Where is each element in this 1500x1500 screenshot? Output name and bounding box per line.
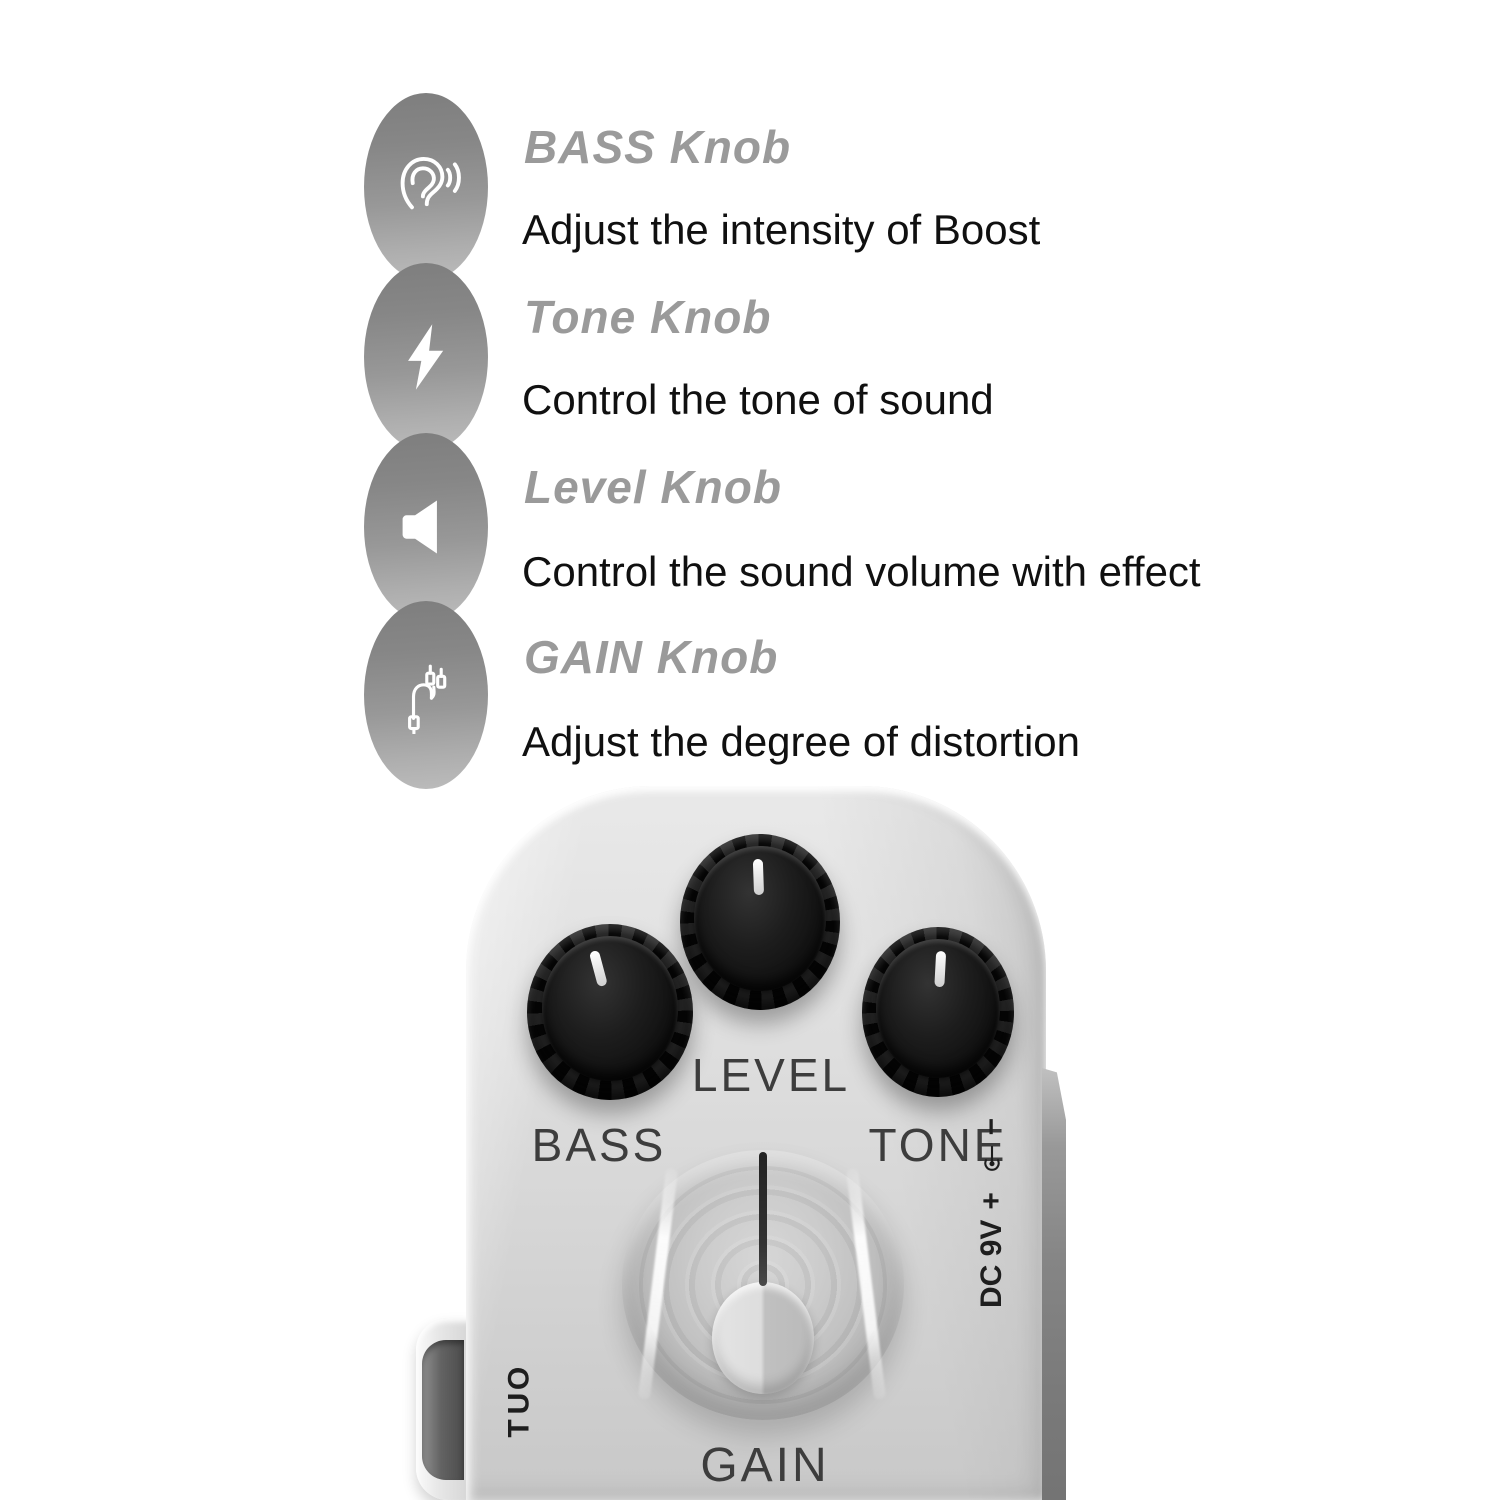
out-letter-t: T [502, 1419, 536, 1438]
cable-icon [364, 601, 488, 789]
feature-title-level: Level Knob [524, 461, 782, 513]
power-label: DC 9V + − [973, 1118, 1011, 1308]
power-voltage-text: DC 9V [975, 1219, 1008, 1308]
ear-icon [364, 93, 488, 281]
feature-title-gain: GAIN Knob [524, 631, 779, 683]
out-label: O U T [502, 1366, 536, 1441]
bass-knob-face [541, 936, 679, 1081]
gain-knob-hub [712, 1282, 814, 1394]
feature-desc-bass: Adjust the intensity of Boost [522, 206, 1041, 253]
tone-label: TONE [868, 1119, 1008, 1171]
level-knob [680, 834, 840, 1010]
gain-label: GAIN [700, 1439, 830, 1492]
power-plus-sign: + [975, 1192, 1008, 1210]
feature-desc-level: Control the sound volume with effect [522, 548, 1201, 595]
power-minus-sign: − [975, 1118, 1008, 1136]
output-jack-opening [422, 1340, 464, 1480]
level-label: LEVEL [691, 1049, 851, 1101]
speaker-icon [364, 433, 488, 621]
tone-knob-pointer [934, 950, 947, 988]
gain-knob-pointer [759, 1152, 767, 1286]
bass-knob [527, 924, 693, 1100]
feature-title-tone: Tone Knob [524, 291, 772, 343]
pedal-side-face [1042, 1068, 1066, 1500]
bass-knob-pointer [588, 949, 608, 987]
feature-desc-tone: Control the tone of sound [522, 376, 994, 423]
level-knob-pointer [752, 858, 765, 895]
feature-desc-gain: Adjust the degree of distortion [522, 718, 1081, 765]
feature-title-bass: BASS Knob [524, 121, 792, 173]
tone-knob [862, 927, 1014, 1097]
polarity-icon [984, 1145, 1000, 1171]
lightning-icon [364, 263, 488, 451]
bass-label: BASS [531, 1119, 667, 1171]
